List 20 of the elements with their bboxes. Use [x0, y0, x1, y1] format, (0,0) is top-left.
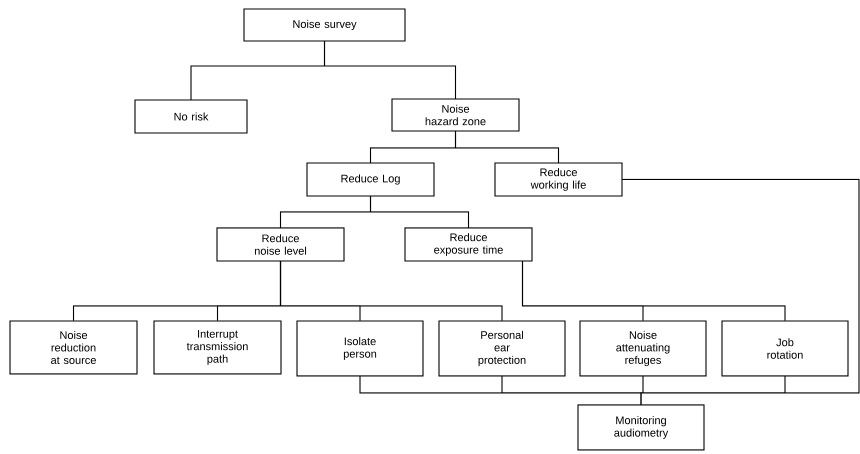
process-box: Reduce exposure time: [404, 227, 533, 262]
connector-line: [522, 262, 786, 320]
process-box: Reduce working life: [494, 162, 623, 197]
process-box: Reduce noise level: [216, 227, 345, 262]
process-box: Noise survey: [243, 8, 406, 42]
process-box: Reduce Log: [306, 162, 435, 197]
process-box: Interrupt transmission path: [153, 320, 282, 375]
process-box: Monitoring audiometry: [577, 404, 705, 451]
connector-line: [454, 132, 560, 162]
process-box: Isolate person: [296, 320, 424, 377]
process-box: Job rotation: [721, 320, 849, 377]
process-box: Noise hazard zone: [391, 98, 520, 132]
connector-line: [622, 178, 860, 404]
connector-line: [370, 196, 470, 228]
connector-line: [324, 42, 456, 98]
process-box: No risk: [134, 99, 248, 134]
process-box: Personal ear protection: [438, 320, 566, 377]
process-box: Noise attenuating refuges: [579, 320, 707, 377]
connector-line: [280, 262, 503, 320]
process-box: Noise reduction at source: [9, 320, 138, 375]
